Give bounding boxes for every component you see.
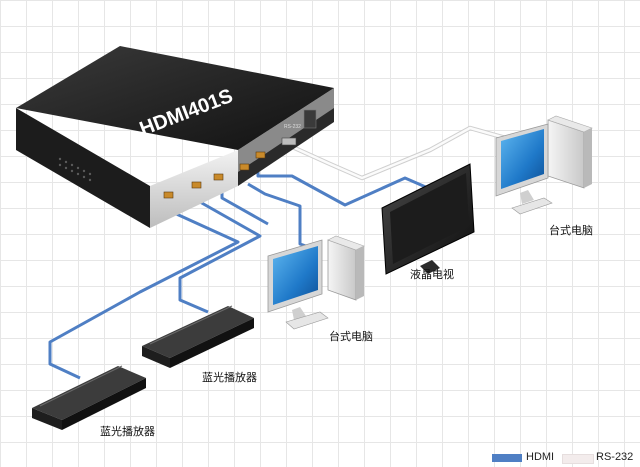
hdmi-switch-device: RS-232 HDMI401S <box>16 46 334 228</box>
rs232-port <box>281 137 297 146</box>
hdmi-port-3 <box>213 173 224 181</box>
hdmi-port-4 <box>239 163 250 171</box>
label-lcd-tv: 液晶电视 <box>410 268 454 281</box>
pc-keyboard <box>511 197 553 215</box>
hdmi-output-port <box>255 151 266 159</box>
power-connector <box>303 109 317 129</box>
hdmi-cable-tv <box>256 160 429 207</box>
label-bluray-top: 蓝光播放器 <box>202 371 257 384</box>
pc-keyboard <box>285 311 329 330</box>
label-bluray-bottom: 蓝光播放器 <box>100 425 155 438</box>
hdmi-input-ports <box>163 151 266 199</box>
legend-swatch-hdmi <box>492 454 522 462</box>
vent-grille <box>58 157 92 182</box>
bluray-player-bottom <box>32 365 146 430</box>
pc-tower <box>327 239 357 301</box>
legend-label-hdmi: HDMI <box>526 451 555 463</box>
rs232-cable <box>285 125 523 181</box>
lcd-tv <box>381 163 475 275</box>
device-input-panel <box>150 150 238 228</box>
tv-stand <box>420 260 440 274</box>
bluray-player-top <box>142 305 254 368</box>
pc-monitor-screen <box>273 246 318 305</box>
legend-label-rs232: RS-232 <box>596 451 634 463</box>
label-desktop-pc-center: 台式电脑 <box>329 330 373 343</box>
tv-screen <box>390 173 469 264</box>
desktop-pc-right <box>495 115 593 215</box>
legend-swatch-rs232 <box>562 454 594 464</box>
rs232-port-label: RS-232 <box>284 124 301 130</box>
desktop-pc-center <box>267 235 365 330</box>
device-top-panel <box>16 46 334 150</box>
hdmi-port-2 <box>191 181 202 189</box>
label-desktop-pc-right: 台式电脑 <box>549 224 593 237</box>
pc-monitor-screen <box>501 129 544 189</box>
hdmi-port-1 <box>163 191 174 199</box>
